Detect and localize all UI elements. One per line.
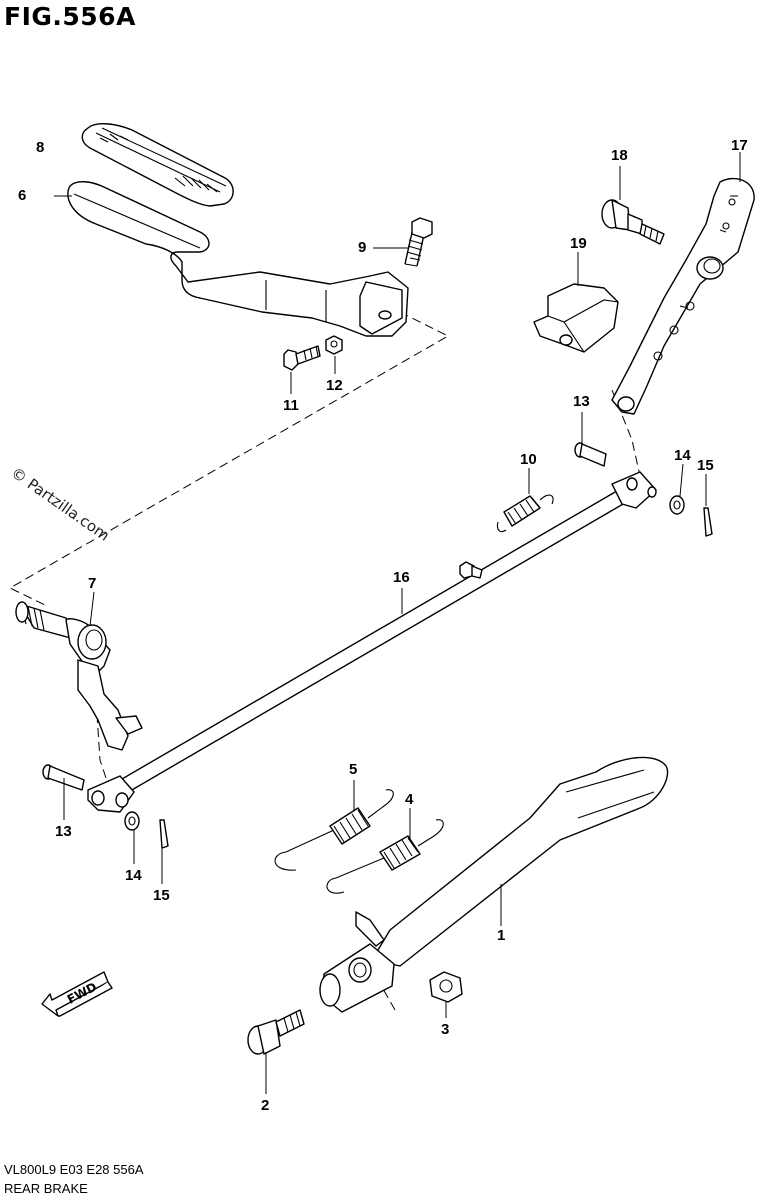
rod-small-bolt[interactable]	[459, 561, 483, 579]
part-10-spring[interactable]	[496, 494, 554, 533]
callout-13-right: 13	[573, 393, 590, 410]
part-4-spring[interactable]	[326, 819, 444, 894]
part-9-bolt[interactable]	[404, 217, 433, 267]
callout-7: 7	[88, 575, 96, 592]
part-11-bolt[interactable]	[283, 345, 321, 371]
callout-4: 4	[405, 791, 414, 808]
callout-18: 18	[611, 147, 628, 164]
part-5-spring[interactable]	[274, 789, 394, 871]
callout-numbers: 8 6 9 11 12 18 19 17 13 10 14 15 16 7 13…	[18, 137, 748, 1114]
part-16-brake-rod[interactable]	[109, 471, 657, 799]
fwd-arrow: FWD	[41, 971, 113, 1017]
watermark-text: © Partzilla.com	[8, 464, 113, 545]
left-clevis[interactable]	[87, 775, 135, 813]
callout-15-left: 15	[153, 887, 170, 904]
part-14-washer-right[interactable]	[669, 495, 685, 515]
part-19-cover[interactable]	[533, 283, 619, 353]
callout-13-left: 13	[55, 823, 72, 840]
figure-title: FIG.556A	[4, 2, 136, 31]
part-6-brake-pedal-arm[interactable]	[67, 181, 409, 337]
part-15-cotter-pin-right[interactable]	[703, 507, 713, 537]
leader-lines	[54, 152, 741, 1094]
part-7-brake-shaft-lever[interactable]	[15, 601, 143, 751]
part-3-nut[interactable]	[429, 971, 463, 1003]
part-2-pivot-bolt[interactable]	[247, 1009, 305, 1055]
callout-14-right: 14	[674, 447, 691, 464]
callout-6: 6	[18, 187, 26, 204]
callout-15-right: 15	[697, 457, 714, 474]
callout-16: 16	[393, 569, 410, 586]
callout-19: 19	[570, 235, 587, 252]
callout-14-left: 14	[125, 867, 142, 884]
part-13-clevis-pin-left[interactable]	[42, 764, 85, 791]
figure-subtitle: REAR BRAKE	[4, 1181, 88, 1196]
part-8-pedal-pad[interactable]	[81, 123, 234, 207]
part-12-nut[interactable]	[325, 335, 343, 355]
part-18-pivot-bolt[interactable]	[601, 199, 665, 245]
callout-12: 12	[326, 377, 343, 394]
callout-8: 8	[36, 139, 44, 156]
callout-17: 17	[731, 137, 748, 154]
part-13-clevis-pin-right[interactable]	[574, 442, 607, 467]
callout-11: 11	[283, 397, 299, 414]
part-17-link-arm[interactable]	[611, 177, 755, 415]
model-code: VL800L9 E03 E28 556A	[4, 1162, 144, 1177]
callout-2: 2	[261, 1097, 269, 1114]
callout-5: 5	[349, 761, 357, 778]
callout-9: 9	[358, 239, 366, 256]
callout-10: 10	[520, 451, 537, 468]
part-15-cotter-pin-left[interactable]	[159, 819, 169, 849]
part-1-side-stand[interactable]	[319, 756, 669, 1013]
part-14-washer-left[interactable]	[124, 811, 140, 831]
callout-3: 3	[441, 1021, 449, 1038]
callout-1: 1	[497, 927, 505, 944]
